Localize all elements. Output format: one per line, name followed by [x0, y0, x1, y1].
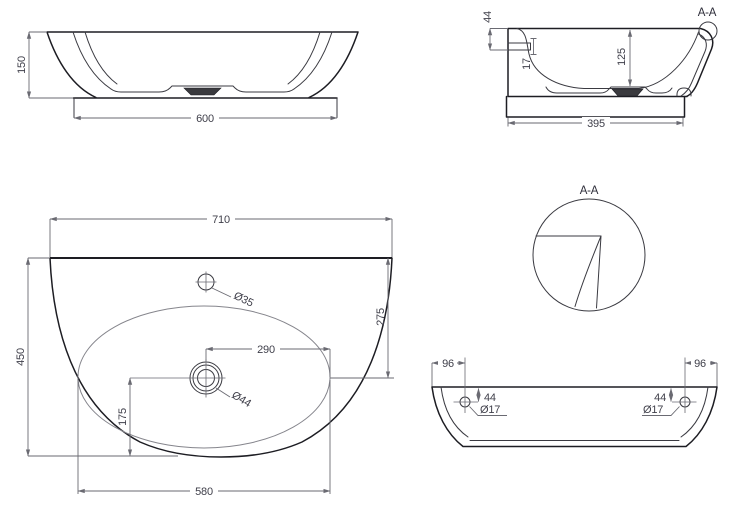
- dim-side-overflow-drop-label: 44: [482, 11, 494, 23]
- dim-drain-diameter-label: Ø44: [229, 389, 253, 410]
- front-drain: [183, 87, 222, 96]
- dim-plan-depth-label: 450: [15, 348, 27, 366]
- plan-outline: [49, 257, 393, 458]
- fixing-hole-right-crosshair: [672, 357, 697, 413]
- side-bowl-inner: [516, 28, 699, 89]
- dim-ext-plan-width: [49, 219, 393, 257]
- front-elevation-view: 150 600: [16, 31, 359, 125]
- dim-ext-rear-hole-offsets: [431, 363, 718, 387]
- dim-side-depth-label: 125: [616, 48, 628, 66]
- detail-rim-profile: [535, 235, 602, 309]
- section-marker-label: A-A: [698, 7, 717, 19]
- dim-ext-plan-bowl-width: [77, 377, 331, 494]
- side-overflow-slot: [507, 42, 531, 51]
- dim-rear-hole-drop-left-label: 44: [484, 392, 496, 404]
- dim-rear-hole-offset-right-label: 96: [694, 358, 706, 370]
- rear-elevation-view: 96 96 44 44 Ø17 Ø17: [431, 357, 718, 448]
- dim-front-base-label: 600: [196, 113, 214, 125]
- leader-rear-hole-left: [469, 406, 507, 416]
- dim-rear-hole-diameter-right-label: Ø17: [643, 404, 663, 416]
- dim-front-height-label: 150: [16, 56, 28, 74]
- front-base-edges: [73, 97, 338, 118]
- dim-plan-drain-front-label: 175: [117, 408, 129, 426]
- tap-hole-leader: [211, 287, 232, 298]
- side-bowl-floor: [545, 86, 692, 97]
- dim-rear-hole-drop-right-label: 44: [654, 392, 666, 404]
- tap-hole-crosshair: [195, 271, 217, 293]
- rim-detail-view: A-A: [532, 185, 646, 312]
- dim-side-base-label: 395: [587, 118, 605, 130]
- drain-crosshair: [130, 359, 226, 398]
- side-wall-inner: [680, 33, 707, 97]
- front-bowl-floor: [110, 85, 295, 93]
- rear-outline: [431, 386, 718, 448]
- section-marker-circle: [698, 21, 718, 41]
- plan-view: 710 Ø35 275 290 Ø44 175 450: [15, 213, 394, 498]
- dim-plan-drain-side-label: 290: [257, 344, 275, 356]
- dim-tap-hole-diameter-label: Ø35: [232, 290, 255, 310]
- rear-inner-lines: [440, 386, 709, 441]
- dim-rear-hole-diameter-left-label: Ø17: [480, 404, 500, 416]
- dim-ext-plan-depth: [28, 257, 178, 457]
- dim-ext-side-overflow-drop: [490, 28, 508, 51]
- dim-rear-hole-offset-left-label: 96: [442, 358, 454, 370]
- side-section-view: A-A 44 17 125 395: [482, 7, 718, 130]
- front-inner-rim-curves: [72, 31, 333, 90]
- leader-rear-hole-right: [642, 406, 680, 416]
- side-outline: [505, 27, 714, 118]
- detail-circle: [532, 198, 646, 312]
- detail-title: A-A: [580, 185, 599, 197]
- dim-ext-front-height: [29, 31, 73, 99]
- dim-plan-bowl-width-label: 580: [195, 486, 213, 498]
- dim-side-overflow-slot-label: 17: [521, 58, 533, 70]
- dim-plan-tap-offset-label: 275: [375, 308, 387, 326]
- dim-plan-width-label: 710: [212, 214, 230, 226]
- drain-leader: [215, 387, 231, 398]
- side-drain: [611, 88, 644, 97]
- front-outline: [46, 31, 359, 99]
- fixing-hole-left-crosshair: [453, 357, 478, 413]
